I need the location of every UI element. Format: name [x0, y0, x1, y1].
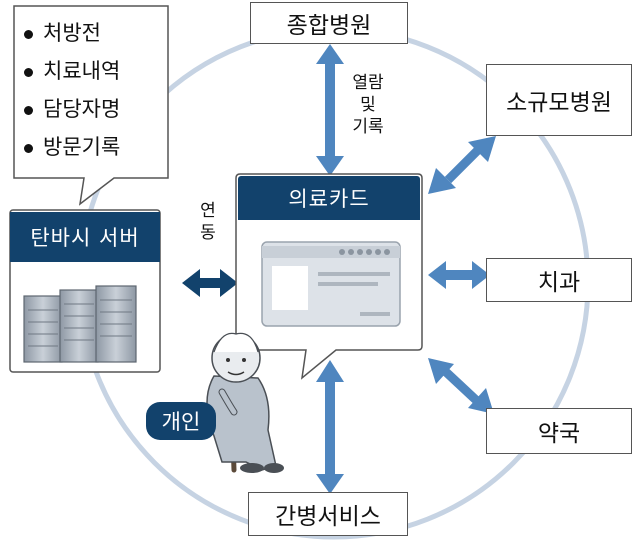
node-small-hospital: 소규모병원	[486, 64, 632, 136]
node-pharmacy: 약국	[486, 408, 632, 454]
link-label: 연 동	[200, 201, 216, 243]
bullet-icon	[24, 29, 33, 39]
person-badge: 개인	[146, 402, 216, 440]
info-bubble-list: 처방전 치료내역 담당자명 방문기록	[24, 14, 120, 166]
bullet-icon	[24, 67, 33, 77]
access-label: 열람 및 기록	[352, 73, 384, 137]
info-bubble-shape	[13, 5, 169, 206]
list-item: 방문기록	[24, 128, 120, 166]
bullet-icon	[24, 143, 33, 153]
arrow-care-service	[316, 360, 344, 494]
node-care-service: 간병서비스	[248, 492, 408, 536]
elderly-person-figure	[206, 332, 284, 473]
list-item: 처방전	[24, 14, 120, 52]
medical-card-title: 의료카드	[238, 176, 420, 220]
node-dental: 치과	[486, 258, 632, 302]
list-item: 치료내역	[24, 52, 120, 90]
arrow-server-link	[182, 269, 238, 297]
arrow-general-hospital	[316, 44, 344, 176]
server-title: 탄바시 서버	[10, 212, 160, 262]
server-racks	[23, 285, 137, 363]
arrow-dental	[428, 261, 490, 289]
node-general-hospital: 종합병원	[250, 2, 408, 44]
arrow-pharmacy	[428, 358, 494, 414]
arrow-small-hospital	[428, 136, 496, 194]
list-item: 담당자명	[24, 90, 120, 128]
card-illustration	[261, 241, 401, 327]
bullet-icon	[24, 105, 33, 115]
